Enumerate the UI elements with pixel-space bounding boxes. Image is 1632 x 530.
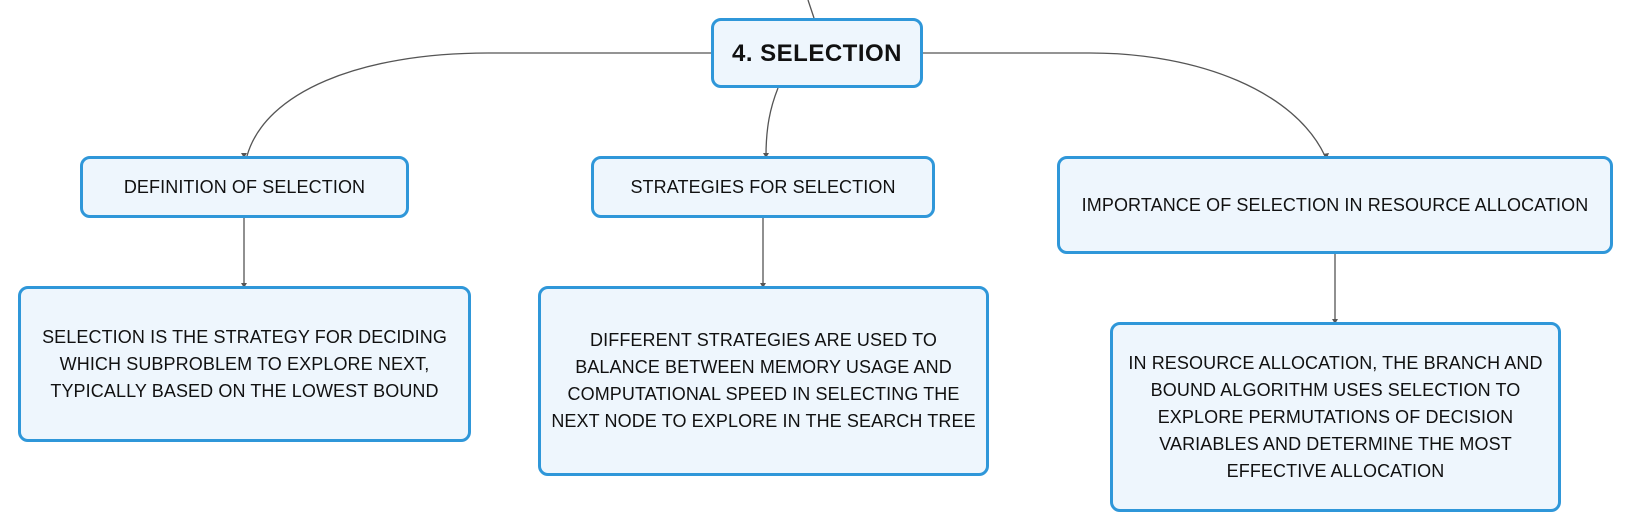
detail-definition-text: SELECTION IS THE STRATEGY FOR DECIDING W… xyxy=(42,326,447,401)
subtopic-importance-label: IMPORTANCE OF SELECTION IN RESOURCE ALLO… xyxy=(1081,194,1589,215)
subtopic-strategies-label: STRATEGIES FOR SELECTION xyxy=(630,176,896,197)
detail-definition-node[interactable]: SELECTION IS THE STRATEGY FOR DECIDING W… xyxy=(18,286,471,442)
subtopic-definition-node[interactable]: DEFINITION OF SELECTION xyxy=(80,156,409,218)
connector-root-to-importance xyxy=(923,52,1326,157)
detail-importance-node[interactable]: IN RESOURCE ALLOCATION, THE BRANCH AND B… xyxy=(1110,322,1561,512)
connector-from-parent xyxy=(807,0,815,19)
subtopic-importance-node[interactable]: IMPORTANCE OF SELECTION IN RESOURCE ALLO… xyxy=(1057,156,1613,254)
root-topic-node[interactable]: 4. SELECTION xyxy=(711,18,923,88)
detail-strategies-text: DIFFERENT STRATEGIES ARE USED TO BALANCE… xyxy=(551,330,976,431)
root-topic-label: 4. SELECTION xyxy=(731,39,903,67)
subtopic-strategies-node[interactable]: STRATEGIES FOR SELECTION xyxy=(591,156,935,218)
detail-importance-text: IN RESOURCE ALLOCATION, THE BRANCH AND B… xyxy=(1128,352,1543,481)
connector-root-to-definition xyxy=(246,52,711,157)
detail-strategies-node[interactable]: DIFFERENT STRATEGIES ARE USED TO BALANCE… xyxy=(538,286,989,476)
subtopic-definition-label: DEFINITION OF SELECTION xyxy=(123,176,366,197)
connector-root-to-strategies xyxy=(765,87,779,157)
